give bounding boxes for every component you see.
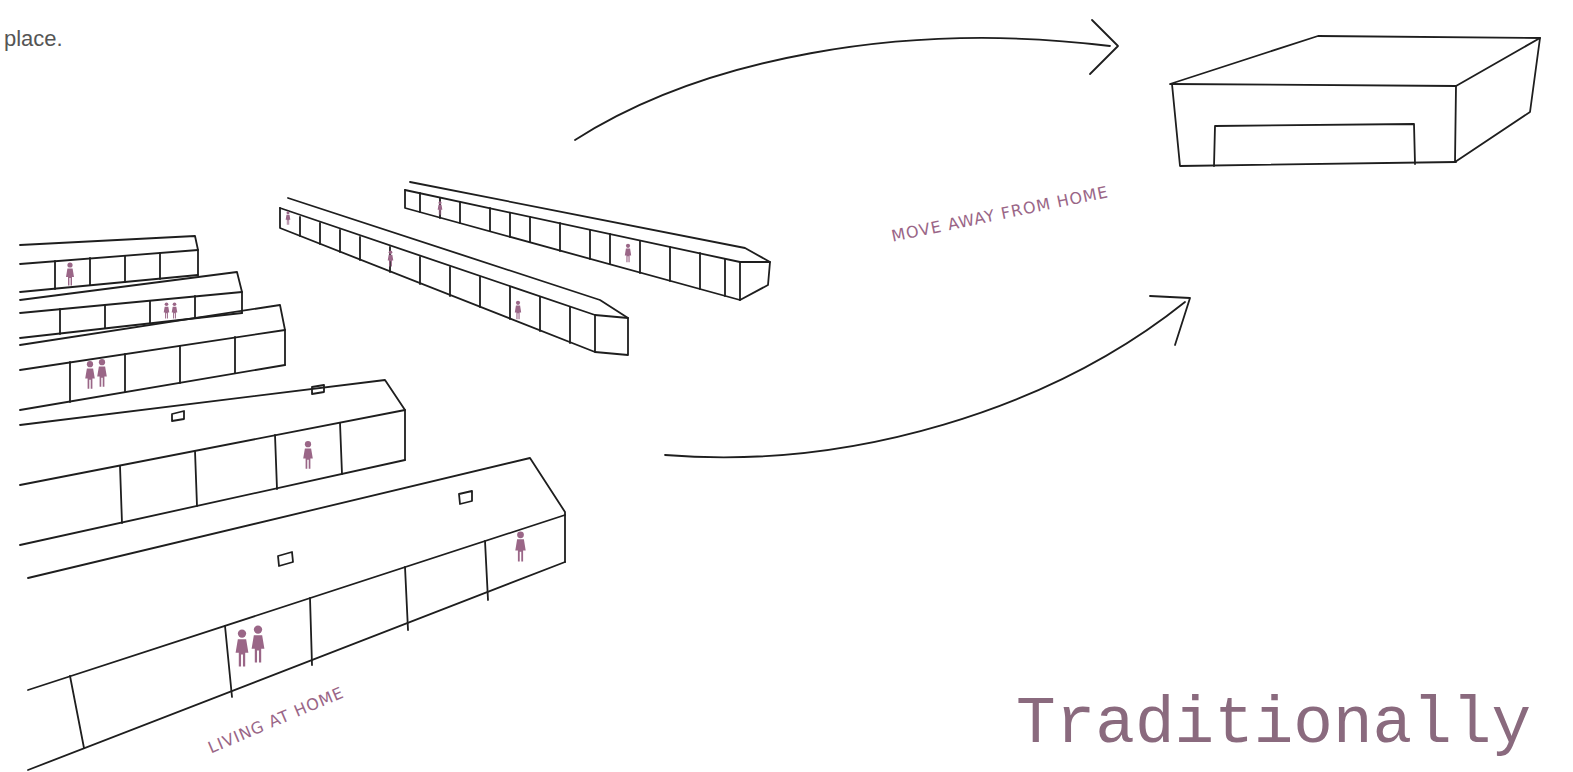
care-home-sketch (1170, 36, 1540, 166)
terrace-row (28, 458, 565, 770)
page-title: Traditionally (1016, 692, 1531, 758)
terrace-row (20, 236, 198, 292)
flow-label: MOVE AWAY FROM HOME (890, 182, 1110, 245)
terrace-row (20, 380, 405, 545)
move-arrows (575, 20, 1190, 457)
terrace-row (405, 182, 770, 300)
intro-text: place. (4, 26, 63, 52)
terrace-row (20, 305, 285, 410)
